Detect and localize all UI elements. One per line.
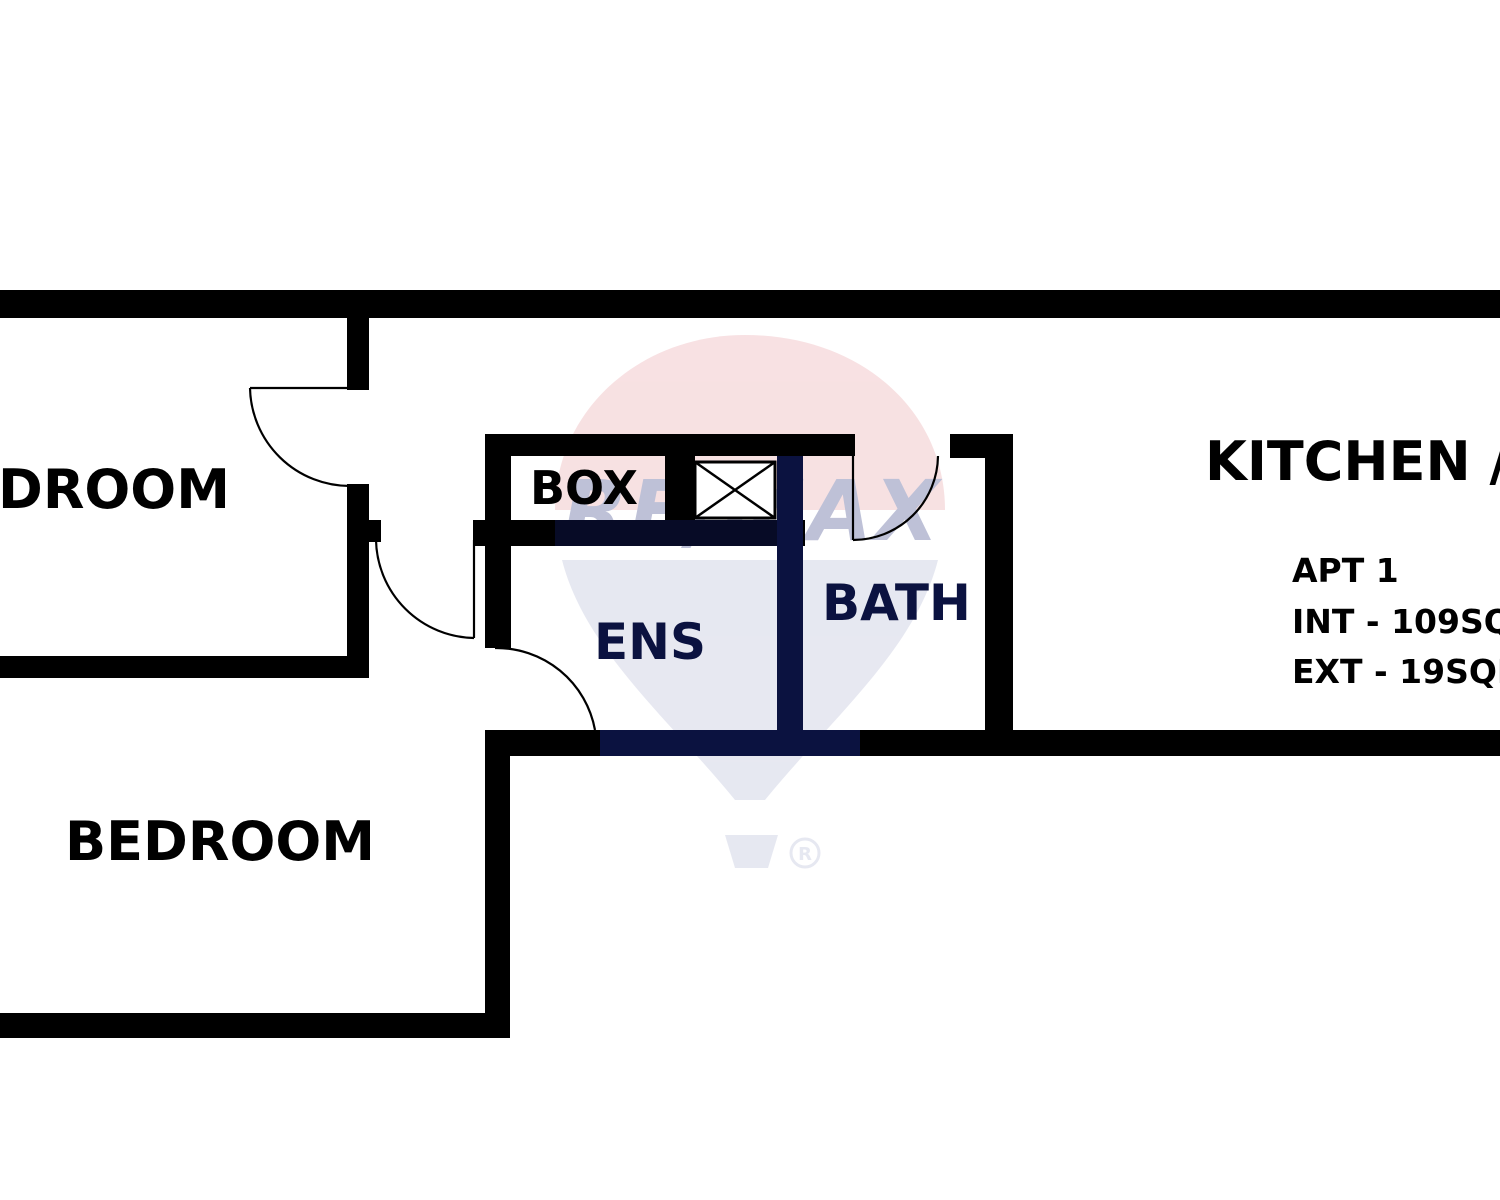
wall-bedroom1-right-upper xyxy=(347,318,369,390)
wall-bedroom1-door-stub xyxy=(369,520,381,542)
door-bedroom1-upper xyxy=(248,386,351,488)
door-ensuite xyxy=(494,646,597,731)
wall-ens-door-stub xyxy=(473,520,487,546)
wall-top xyxy=(0,290,1500,318)
doors xyxy=(248,386,940,731)
wall-box-divider xyxy=(665,456,695,520)
door-bedroom1-lower xyxy=(374,539,476,640)
apartment-external-area: EXT - 19SQM xyxy=(1292,652,1500,691)
wall-bedroom2-bottom xyxy=(0,1013,510,1038)
watermark-registered-circle xyxy=(789,837,821,869)
wall-bedroom1-right-middle xyxy=(347,484,369,544)
room-label-bedroom-bottom: BEDROOM xyxy=(65,810,375,873)
wall-bedroom1-bottom xyxy=(0,656,369,678)
apartment-internal-area: INT - 109SQM xyxy=(1292,602,1500,641)
room-label-bedroom-top: DROOM xyxy=(0,458,230,521)
wall-box-top xyxy=(485,434,855,456)
wall-bath-right xyxy=(985,434,1013,746)
wall-bedroom1-right-lower xyxy=(347,544,369,678)
wall-ens-bath-divider xyxy=(777,456,803,746)
wall-bedroom2-right xyxy=(485,730,510,1038)
watermark-basket xyxy=(725,835,778,868)
room-label-ensuite: ENS xyxy=(594,613,706,671)
room-label-bath: BATH xyxy=(822,574,971,632)
watermark-balloon-red xyxy=(555,335,945,510)
door-bath xyxy=(851,455,940,542)
room-label-box: BOX xyxy=(530,461,638,515)
watermark-balloon-blue xyxy=(562,560,938,800)
wall-watermark-tint xyxy=(555,520,860,756)
apartment-name: APT 1 xyxy=(1292,551,1399,590)
room-label-kitchen: KITCHEN / xyxy=(1205,430,1500,493)
box-extractor-symbol xyxy=(693,460,777,520)
watermark-registered-mark: R xyxy=(798,844,812,865)
